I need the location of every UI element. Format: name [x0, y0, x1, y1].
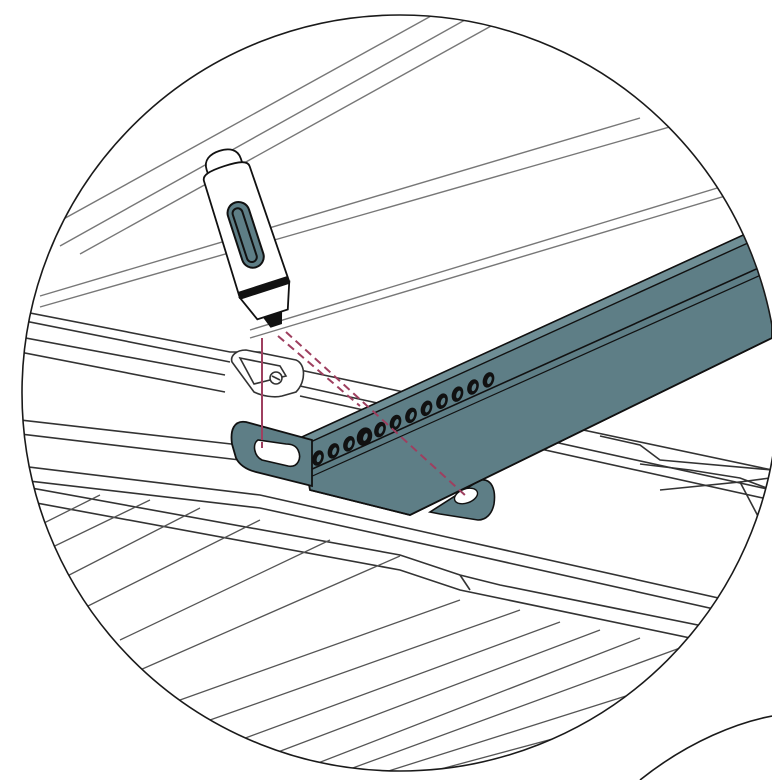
bracket-rear-foot [427, 479, 496, 521]
bracket-hole-highlight [471, 383, 477, 392]
bracket-hole-highlight [363, 433, 368, 441]
bracket-hole-highlight [378, 426, 384, 434]
pencil-marker-icon [202, 148, 291, 328]
magnified-area [22, 15, 772, 771]
bracket-holes [312, 372, 495, 466]
detail-circle-outline [21, 14, 772, 772]
secondary-circle-arc [639, 715, 772, 780]
rail-clip [230, 349, 305, 398]
ground-lines [29, 494, 772, 771]
bracket-hole-highlight [425, 404, 430, 413]
bracket-hole-highlight [316, 454, 322, 463]
bracket-hole-highlight [332, 447, 337, 456]
alignment-guides [261, 331, 467, 497]
bracket-front-foot [230, 420, 313, 488]
bracket-hole-highlight [394, 419, 399, 427]
bracket-hole-highlight [347, 440, 353, 448]
bracket-hole-highlight [487, 376, 492, 385]
background-lines [39, 15, 772, 339]
frame-lines [22, 419, 772, 656]
bracket-hole-highlight [440, 397, 446, 406]
bracket-hole-highlight [409, 411, 415, 420]
bracket-hole-highlight [456, 390, 461, 399]
